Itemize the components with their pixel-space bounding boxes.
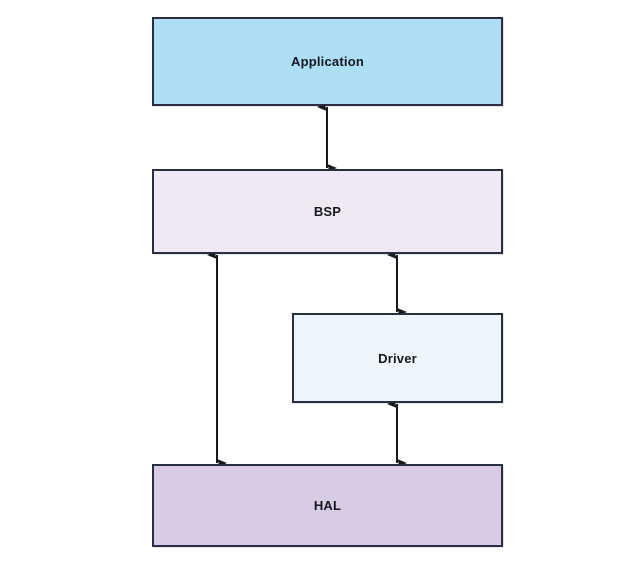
node-driver-label: Driver [378, 350, 417, 366]
node-hal[interactable]: HAL [152, 464, 503, 547]
node-application-label: Application [291, 54, 364, 69]
node-bsp-label: BSP [313, 204, 342, 219]
node-application[interactable]: Application [152, 17, 503, 106]
node-bsp[interactable]: BSP [152, 169, 503, 254]
node-hal-label: HAL [313, 498, 342, 513]
node-driver[interactable]: Driver [292, 313, 503, 403]
